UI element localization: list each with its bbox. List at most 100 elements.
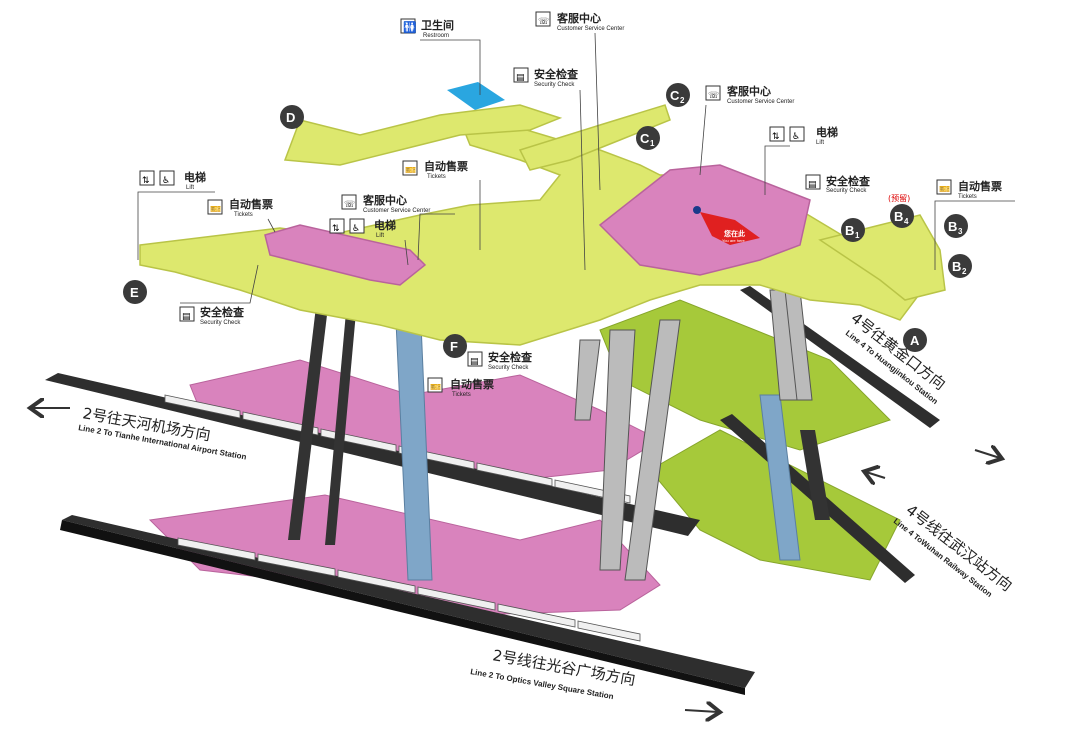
svg-text:自动售票: 自动售票: [424, 159, 468, 173]
svg-text:Customer Service Center: Customer Service Center: [727, 99, 794, 105]
svg-text:Security Check: Security Check: [826, 188, 867, 194]
label-tickets-east: 🎫 自动售票 Tickets: [934, 179, 1015, 270]
svg-text:安全检查: 安全检查: [200, 305, 244, 319]
svg-text:C: C: [640, 131, 650, 146]
svg-text:电梯: 电梯: [184, 170, 206, 184]
svg-text:自动售票: 自动售票: [229, 197, 273, 211]
exit-f[interactable]: F: [443, 334, 467, 358]
line2-lower-platform: [60, 494, 755, 695]
label-tickets-center: 🎫 自动售票 Tickets: [402, 159, 481, 250]
svg-text:Security Check: Security Check: [488, 365, 529, 371]
escalators: [574, 289, 813, 581]
exit-c1[interactable]: C 1: [636, 126, 660, 150]
svg-text:B: B: [948, 219, 957, 234]
service-icon: ☏: [344, 199, 355, 209]
label-security-top: ▤ 安全检查 Security Check: [513, 67, 586, 271]
escalator-1: [599, 329, 636, 571]
svg-text:B: B: [894, 209, 903, 224]
wheelchair-icon: ♿: [162, 175, 170, 185]
svg-text:安全检查: 安全检查: [826, 174, 870, 188]
svg-text:电梯: 电梯: [816, 125, 838, 139]
paid-area-west: [264, 224, 427, 286]
svg-text:Tickets: Tickets: [452, 392, 471, 398]
restroom-area: [447, 82, 505, 110]
svg-text:Lift: Lift: [186, 185, 194, 191]
svg-text:Lift: Lift: [816, 140, 824, 146]
service-icon: ☏: [708, 90, 719, 100]
lower-track-line2-bottom: [60, 520, 745, 695]
label-customer-service-top: ☏ 客服中心 Customer Service Center: [535, 11, 624, 191]
svg-text:自动售票: 自动售票: [958, 179, 1002, 193]
exit-b2[interactable]: B 2: [948, 254, 972, 278]
label-restroom: 🚻 卫生间 Restroom: [400, 18, 481, 95]
label-lift-west: ⇅ ♿ 电梯 Lift: [137, 170, 215, 260]
svg-text:3: 3: [958, 227, 963, 236]
upper-track-line2: [45, 373, 700, 536]
concourse-main: [139, 119, 932, 346]
concourse-arm-d: [283, 104, 563, 166]
svg-text:2: 2: [680, 96, 685, 105]
svg-text:Customer Service Center: Customer Service Center: [557, 26, 624, 32]
ticket-machine-icon: 🎫: [430, 382, 441, 392]
lift-icon: ⇅: [142, 175, 150, 185]
b4-reserved-label: (预留): [888, 193, 910, 203]
escalator-3: [574, 339, 601, 421]
security-icon: ▤: [516, 72, 525, 82]
label-customer-service-c2: ☏ 客服中心 Customer Service Center: [699, 84, 794, 176]
svg-text:自动售票: 自动售票: [450, 377, 494, 391]
svg-text:E: E: [130, 285, 139, 300]
svg-text:1: 1: [855, 231, 860, 240]
label-security-west: ▤ 安全检查 Security Check: [179, 264, 259, 326]
svg-text:Tickets: Tickets: [234, 212, 253, 218]
svg-text:Customer Service Center: Customer Service Center: [363, 208, 430, 214]
wheelchair-icon: ♿: [352, 223, 360, 233]
exit-b3[interactable]: B 3: [944, 214, 968, 238]
upper-train: [164, 394, 631, 504]
svg-text:4: 4: [904, 217, 909, 226]
ticket-machine-icon: 🎫: [405, 165, 416, 175]
concourse: [139, 82, 946, 346]
svg-text:Security Check: Security Check: [200, 320, 241, 326]
svg-text:F: F: [450, 339, 458, 354]
svg-text:Tickets: Tickets: [958, 194, 977, 200]
security-icon: ▤: [808, 179, 817, 189]
service-icon: ☏: [538, 16, 549, 26]
svg-text:安全检查: 安全检查: [534, 67, 578, 81]
label-lift-east: ⇅ ♿ 电梯 Lift: [764, 125, 838, 195]
exit-a[interactable]: A: [903, 328, 927, 352]
svg-text:安全检查: 安全检查: [488, 350, 532, 364]
label-security-f: ▤ 安全检查 Security Check: [467, 350, 532, 371]
svg-text:D: D: [286, 110, 295, 125]
exit-b1[interactable]: B 1: [841, 218, 865, 242]
security-icon: ▤: [470, 356, 479, 366]
you-are-here-marker: 您在此 You are here: [693, 206, 760, 245]
svg-text:2: 2: [962, 267, 967, 276]
exit-e[interactable]: E: [123, 280, 147, 304]
exit-badges: D C 2 C 1 B 1 B 4 B 3 B 2: [123, 83, 972, 358]
svg-text:Tickets: Tickets: [427, 174, 446, 180]
security-icon: ▤: [182, 311, 191, 321]
escalator-2: [624, 319, 681, 581]
label-security-east: ▤ 安全检查 Security Check: [805, 174, 870, 194]
dir-line4-wuhan-zh: 4号线往武汉站方向: [903, 501, 1016, 595]
exit-d[interactable]: D: [280, 105, 304, 129]
svg-text:B: B: [845, 223, 854, 238]
exit-c2[interactable]: C 2: [666, 83, 690, 107]
svg-text:A: A: [910, 333, 920, 348]
svg-text:客服中心: 客服中心: [726, 84, 771, 98]
lower-track-line2: [62, 515, 755, 688]
dir-line4-huangjinkou-zh: 4号往黄金口方向: [848, 309, 949, 394]
label-tickets-f: 🎫 自动售票 Tickets: [427, 377, 494, 398]
ticket-machine-icon: 🎫: [939, 184, 950, 194]
restroom-icon: 🚻: [403, 21, 417, 34]
lower-train: [177, 537, 641, 642]
label-lift-center: ⇅ ♿ 电梯 Lift: [329, 218, 409, 266]
label-tickets-west: 🎫 自动售票 Tickets: [207, 197, 276, 233]
pillars: [288, 290, 830, 581]
exit-b4[interactable]: B 4: [890, 204, 914, 228]
svg-text:客服中心: 客服中心: [362, 193, 407, 207]
svg-text:客服中心: 客服中心: [556, 11, 601, 25]
svg-text:电梯: 电梯: [374, 218, 396, 232]
